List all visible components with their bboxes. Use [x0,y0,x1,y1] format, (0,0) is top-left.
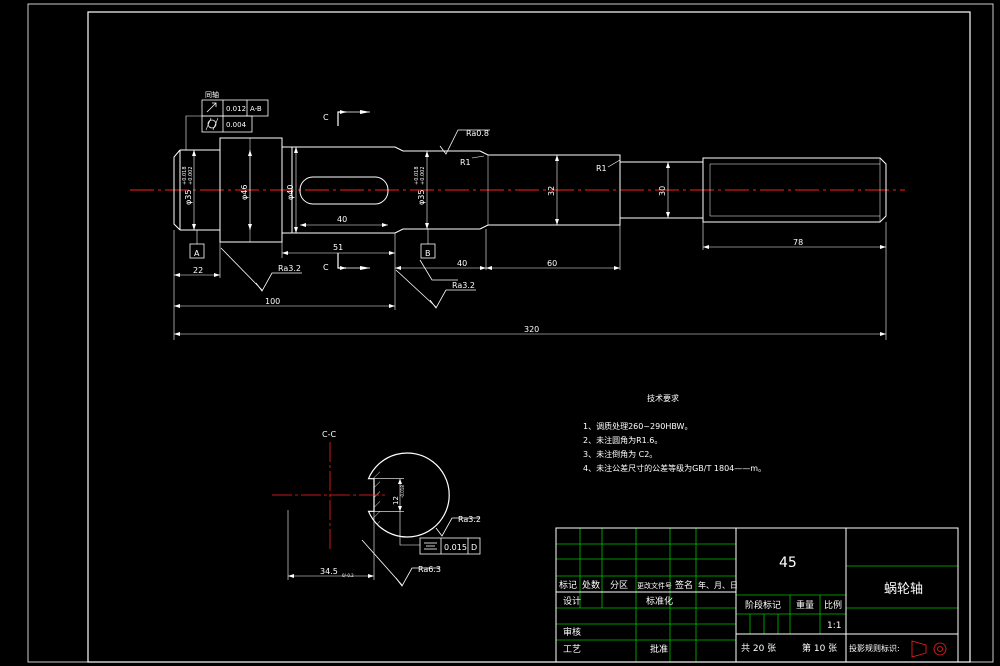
dim-d1: φ35 [184,190,193,205]
design-label: 设计 [563,595,581,607]
cylindricity-value: 0.004 [226,121,247,129]
section-roughness-bottom: Ra6.3 [418,565,441,574]
symmetry-icon [424,542,437,550]
section-roughness-top: Ra3.2 [458,515,481,524]
dim-40: 40 [457,259,467,268]
dim-d1-tol-upper: +0.018 [182,166,188,185]
dim-51: 51 [333,243,343,252]
dim-d4: φ35 [417,190,426,205]
total-sheets: 共 20 张 [741,643,776,654]
tech-item: 1、调质处理260~290HBW。 [583,421,692,431]
standard-label: 标准化 [646,595,673,607]
projection-label: 投影规则标识: [849,643,900,653]
dim-d5: 32 [547,186,556,196]
stage-label: 阶段标记 [745,599,781,611]
roughness-left: Ra3.2 [278,264,301,273]
header-cell: 分区 [610,580,628,591]
cylindricity-icon [205,117,219,131]
dim-60: 60 [547,259,557,268]
dim-d2: φ46 [240,185,249,200]
tech-item: 3、未注倒角为 C2。 [583,449,657,459]
dim-d6: 30 [658,186,667,196]
title-block: 45 蜗轮轴 标记 处数 分区 更改文件号 签名 年、月、日 设计 标准化 审核… [555,527,959,663]
section-title: C-C [322,430,336,439]
section-depth-tol: 0/-0.2 [342,573,354,578]
header-cell: 年、月、日 [698,580,738,590]
tech-item: 4、未注公差尺寸的公差等级为GB/T 1804——m。 [583,463,766,473]
dim-d4-tol-upper: +0.018 [414,166,420,185]
section-key-width-tol: -0.018 [400,485,405,498]
dim-78: 78 [793,238,803,247]
section-view: C-C 34.5 0/-0.2 12 -0.018 Ra3.2 Ra6.3 0.… [272,430,481,587]
part-name: 蜗轮轴 [884,581,923,597]
projection-symbol-icon [911,640,947,658]
header-cell: 更改文件号 [637,581,672,590]
roughness-right: Ra3.2 [452,281,475,290]
dim-d3: φ40 [286,185,295,200]
section-mark-bottom: C [323,263,329,272]
review-label: 审核 [563,626,581,638]
scale-label: 比例 [824,599,842,611]
runout-icon [206,102,217,113]
dim-d1-tol-lower: +0.002 [188,166,194,185]
process-label: 工艺 [563,644,581,655]
header-cell: 签名 [675,579,693,591]
runout-value: 0.012 [226,105,246,113]
dim-22: 22 [193,266,203,275]
roughness-top: Ra0.8 [466,129,489,138]
dim-keyway: 40 [337,215,347,224]
radius-r1: R1 [460,158,471,167]
section-key-width: 12 [392,496,400,505]
coaxial-note: 同轴 [205,90,219,99]
radius-r2: R1 [596,164,607,173]
header-cell: 标记 [559,579,577,591]
header-cell: 处数 [582,579,600,591]
tech-title: 技术要求 [647,393,679,403]
dim-320: 320 [524,325,539,334]
section-depth: 34.5 [320,567,338,576]
approve-label: 批准 [650,643,668,655]
sheet-number: 第 10 张 [802,642,837,654]
datum-b: B [425,249,431,258]
keyway [299,176,389,205]
weight-label: 重量 [796,599,814,611]
roughness-icon [220,129,490,309]
tech-requirements: 技术要求 1、调质处理260~290HBW。 2、未注圆角为R1.6。 3、未注… [583,393,766,473]
scale-value: 1:1 [827,621,841,631]
tech-item: 2、未注圆角为R1.6。 [583,435,662,445]
datum-a: A [194,249,200,258]
material: 45 [779,555,797,571]
inner-frame [87,11,971,663]
symmetry-datum: D [471,543,477,552]
dim-100: 100 [265,297,280,306]
dim-d4-tol-lower: +0.002 [420,166,426,185]
section-mark-top: C [323,113,329,122]
runout-datum: A-B [250,105,262,113]
symmetry-value: 0.015 [444,543,467,552]
